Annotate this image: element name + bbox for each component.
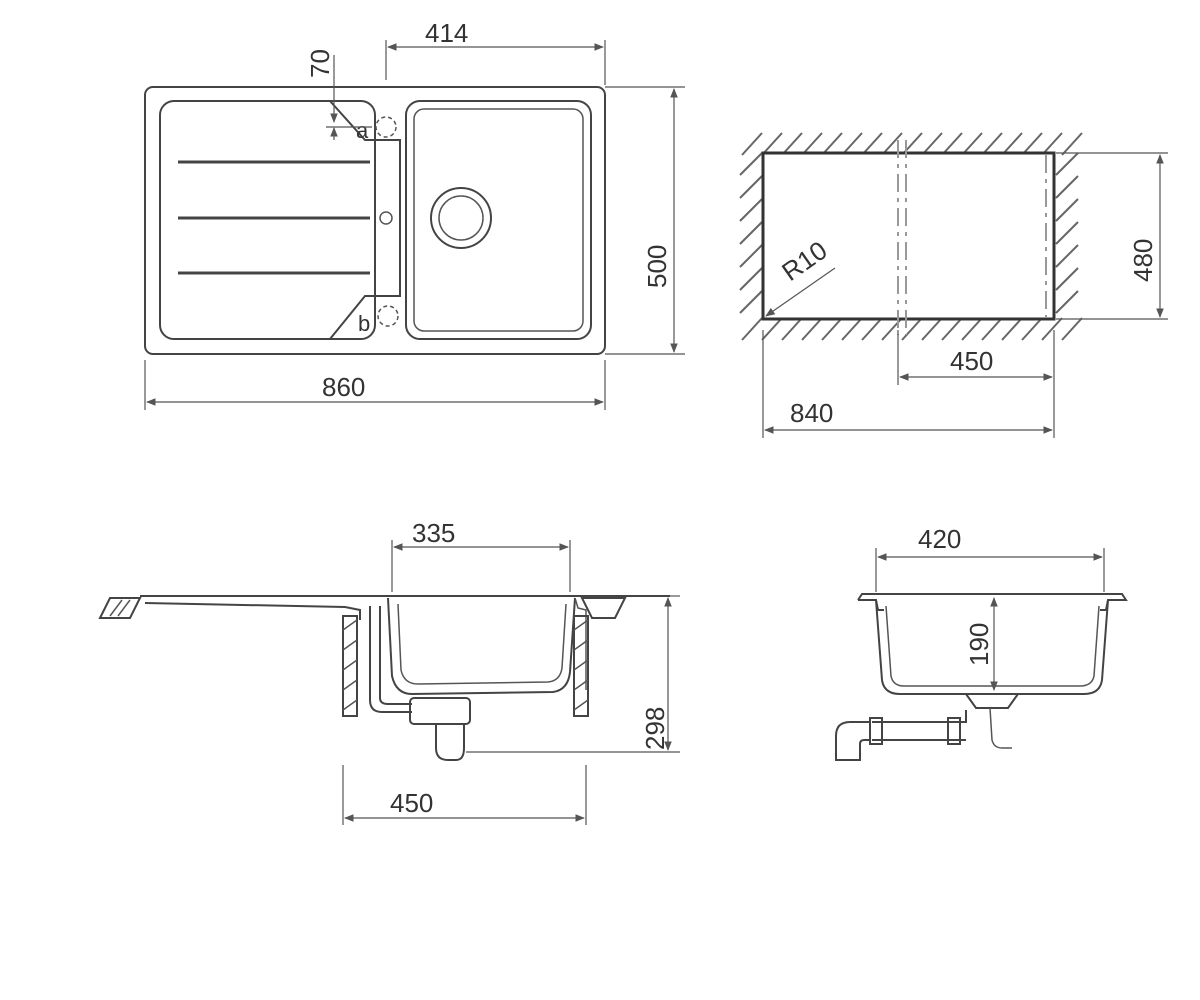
hatch-bottom [741,317,1083,341]
countertop-left [98,597,142,619]
cutout-rectangle [761,151,1056,321]
section-drain [965,693,1019,709]
hatch-left [739,152,763,314]
countertop-left-hatch [109,599,131,617]
radius-leader [765,267,836,317]
trap-outlet [435,724,465,761]
bowl-outline [405,100,592,340]
dim-450-label: 450 [950,346,993,376]
dim-480-label: 480 [1128,239,1158,282]
section-pipe-joint [869,717,883,745]
hatch-top [741,132,1083,156]
drainer-profile [140,595,670,620]
countertop-right [580,597,627,619]
section-pipe-joint-2 [947,717,961,745]
section-rim-left [858,599,884,611]
cutout-view: R10 480 450 840 [739,132,1168,438]
section-rim [857,593,1128,611]
marker-a: a [356,118,369,143]
bowl-rim-right [574,597,587,690]
cabinet-wall-left [342,615,358,717]
dim-298-label: 298 [640,707,670,750]
dim-70-label: 70 [305,49,335,78]
hatch-right [1055,152,1079,314]
section-waste-pipe [872,710,967,741]
sink-outline [144,86,606,355]
cabinet-wall-right-hatch [573,619,589,711]
section-pipe-elbow [835,721,870,761]
dim-side-450-label: 450 [390,788,433,818]
dim-860-label: 860 [322,372,365,402]
drainer-area [159,100,376,340]
section-drain-tail [989,707,1012,749]
bowl-profile-inner [397,603,567,685]
tap-hole-b [377,305,399,327]
drain-outer [430,187,492,249]
bowl-inner [413,108,584,332]
side-view: 335 298 450 [98,518,680,825]
dim-840-label: 840 [790,398,833,428]
cabinet-wall-left-hatch [342,619,358,711]
dim-190-label: 190 [964,623,994,666]
marker-b: b [358,311,370,336]
bowl-profile-outer [387,597,576,696]
divider-ridge [329,100,401,340]
dim-420-label: 420 [918,524,961,554]
top-view: a b 414 70 500 860 [144,18,685,410]
tap-hole-a [375,116,397,138]
dim-414-label: 414 [425,18,468,48]
overflow-pipe [369,606,412,713]
overflow-hole [379,211,393,225]
trap-body [409,697,471,725]
cabinet-wall-right [573,615,589,717]
dim-335-label: 335 [412,518,455,548]
dim-500-label: 500 [642,245,672,288]
section-view: 420 190 [835,524,1128,761]
section-bowl-outer [875,599,1109,695]
drain-inner [438,195,484,241]
